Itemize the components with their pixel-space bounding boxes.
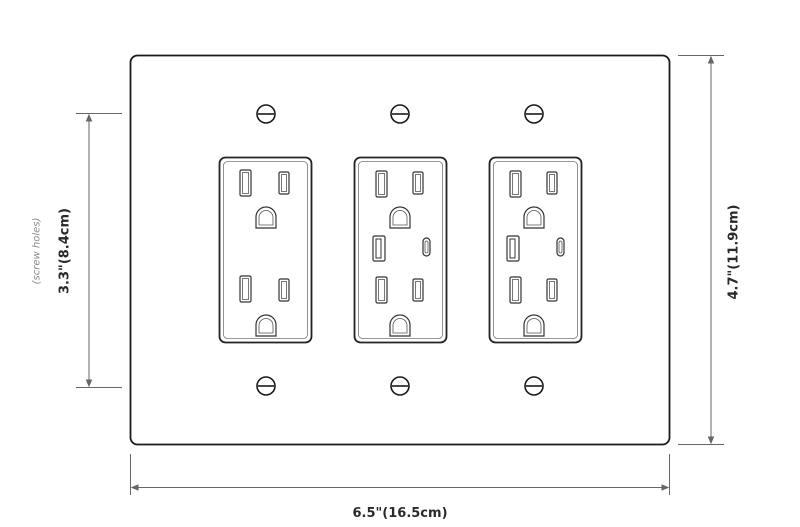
screw-spacing-label: 3.3"(8.4cm) (57, 208, 73, 294)
width-dimension-line (130, 454, 670, 495)
width-label: 6.5"(16.5cm) (352, 506, 448, 521)
screw-icon-top-2 (390, 104, 410, 124)
height-dimension-line (678, 55, 724, 445)
outlet-standard-duplex (218, 156, 313, 344)
screw-spacing-dimension-line (76, 113, 122, 388)
height-label: 4.7"(11.9cm) (726, 204, 742, 300)
screw-icon-top-3 (524, 104, 544, 124)
outlet-usb-duplex-2 (488, 156, 583, 344)
screw-icon-bottom-2 (390, 376, 410, 396)
outlet-usb-duplex-1 (353, 156, 448, 344)
screw-icon-bottom-3 (524, 376, 544, 396)
screw-icon-top-1 (256, 104, 276, 124)
screw-icon-bottom-1 (256, 376, 276, 396)
screw-holes-note: (screw holes) (31, 217, 43, 285)
